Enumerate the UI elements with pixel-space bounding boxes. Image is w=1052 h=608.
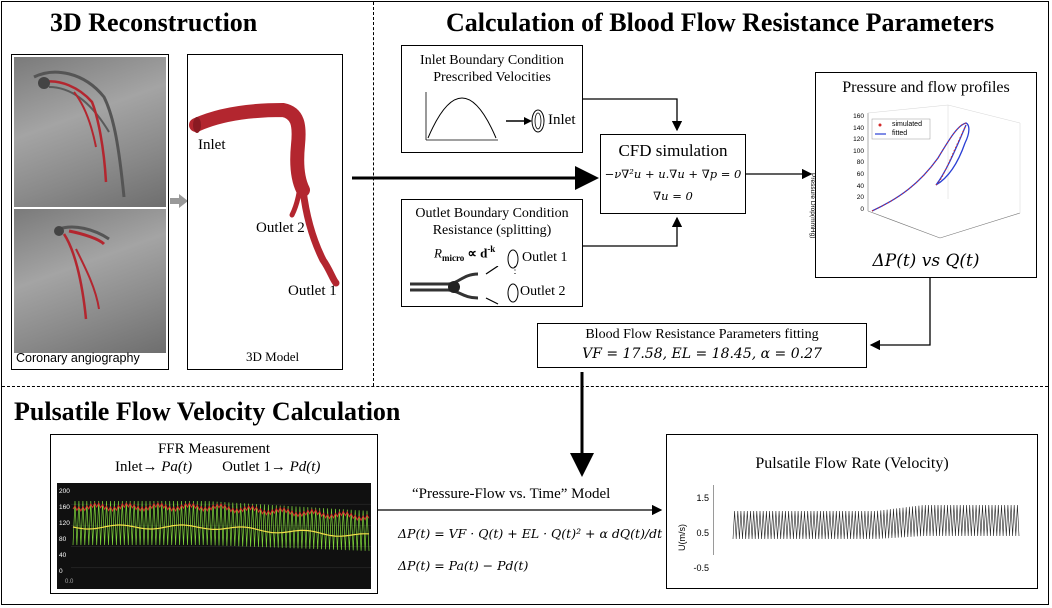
- vessel-highlight-top: [43, 80, 108, 183]
- model-equation-2: ΔP(t) = Pa(t) − Pd(t): [398, 558, 529, 573]
- profiles-box: Pressure and flow profiles simulated fit…: [809, 72, 1037, 278]
- legend-fitted-label: fitted: [892, 130, 908, 137]
- outlet-bc-line2: Resistance (splitting): [432, 223, 552, 238]
- ffr-title: FFR Measurement: [157, 441, 271, 457]
- model-inlet-label: Inlet: [198, 137, 226, 153]
- section-title-reconstruction: 3D Reconstruction: [50, 8, 258, 37]
- cfd-equation-2: ∇u = 0: [653, 189, 693, 203]
- model-outlet2-label: Outlet 2: [256, 220, 305, 236]
- model-outlet1-label: Outlet 1: [288, 283, 337, 299]
- inlet-velocity-chart: [425, 92, 498, 141]
- fitting-title: Blood Flow Resistance Parameters fitting: [585, 327, 819, 342]
- angiography-image-bottom: [14, 209, 166, 353]
- outlet2-disk-icon: [507, 283, 519, 303]
- vertical-ellipsis: ⋮: [510, 265, 520, 276]
- horizontal-divider: [2, 386, 1048, 387]
- outlet-bc-line1: Outlet Boundary Condition: [415, 206, 569, 221]
- outlet-bc-outlet2-label: Outlet 2: [520, 284, 566, 299]
- resistance-formula: Rmicro ∝ d-k: [434, 244, 496, 263]
- outlet1-disk-icon: [507, 249, 519, 269]
- fitting-box: Blood Flow Resistance Parameters fitting…: [537, 323, 867, 368]
- legend-simulated-label: simulated: [892, 121, 922, 128]
- model-title: “Pressure-Flow vs. Time” Model: [412, 486, 611, 502]
- angiography-panel: Coronary angiography: [11, 54, 169, 370]
- cfd-equation-1: −ν∇²u + u.∇u + ∇p = 0: [604, 167, 742, 181]
- cfd-box: CFD simulation −ν∇²u + u.∇u + ∇p = 0 ∇u …: [600, 134, 746, 214]
- flow-rate-box: Pulsatile Flow Rate (Velocity) U(m/s) 1.…: [666, 434, 1038, 589]
- outlet-bc-box: Outlet Boundary Condition Resistance (sp…: [401, 199, 583, 307]
- inlet-arrow-icon: [506, 117, 532, 125]
- angiography-image-top: [14, 57, 166, 207]
- model-caption: 3D Model: [246, 349, 300, 364]
- angiography-caption: Coronary angiography: [16, 351, 140, 365]
- 3d-vessel-model: [189, 102, 340, 287]
- gray-arrow-icon: [170, 194, 188, 208]
- inlet-bc-inlet-label: Inlet: [548, 112, 576, 128]
- inlet-bc-title: Inlet Boundary Condition Prescribed Velo…: [402, 52, 582, 86]
- model-panel: Inlet Outlet 2 Outlet 1 3D Model: [187, 54, 343, 370]
- inlet-bc-line2: Prescribed Velocities: [433, 70, 551, 85]
- ffr-chart: [57, 483, 371, 589]
- ffr-x-tick: 0.0: [65, 579, 74, 585]
- vertical-divider: [373, 2, 374, 386]
- model-equation-1: ΔP(t) = VF · Q(t) + EL · Q(t)² + α dQ(t)…: [398, 526, 663, 541]
- section-title-calculation: Calculation of Blood Flow Resistance Par…: [446, 8, 995, 37]
- profiles-3d-plot: [867, 104, 1021, 239]
- inlet-disk-icon: [531, 109, 545, 133]
- flow-rate-title: Pulsatile Flow Rate (Velocity): [755, 455, 949, 472]
- inlet-bc-box: Inlet Boundary Condition Prescribed Velo…: [401, 45, 583, 153]
- flow-rate-y-label: U(m/s): [677, 524, 687, 551]
- flow-rate-chart: [713, 485, 1020, 555]
- inlet-bc-line1: Inlet Boundary Condition: [420, 53, 564, 68]
- profiles-legend: [871, 118, 931, 140]
- profiles-caption: ΔP(t) vs Q(t): [872, 251, 980, 271]
- section-title-pulsatile: Pulsatile Flow Velocity Calculation: [14, 397, 401, 426]
- profiles-title: Pressure and flow profiles: [842, 79, 1010, 96]
- ffr-box: FFR Measurement Inlet→ Pa(t)Outlet 1→ Pd…: [50, 434, 378, 594]
- fitting-values: VF = 17.58, EL = 18.45, α = 0.27: [582, 346, 822, 362]
- ffr-labels: Inlet→ Pa(t)Outlet 1→ Pd(t): [115, 459, 321, 475]
- outlet-bc-outlet1-label: Outlet 1: [522, 250, 568, 265]
- cfd-title: CFD simulation: [618, 141, 728, 160]
- vessel-split-icon: [410, 266, 499, 305]
